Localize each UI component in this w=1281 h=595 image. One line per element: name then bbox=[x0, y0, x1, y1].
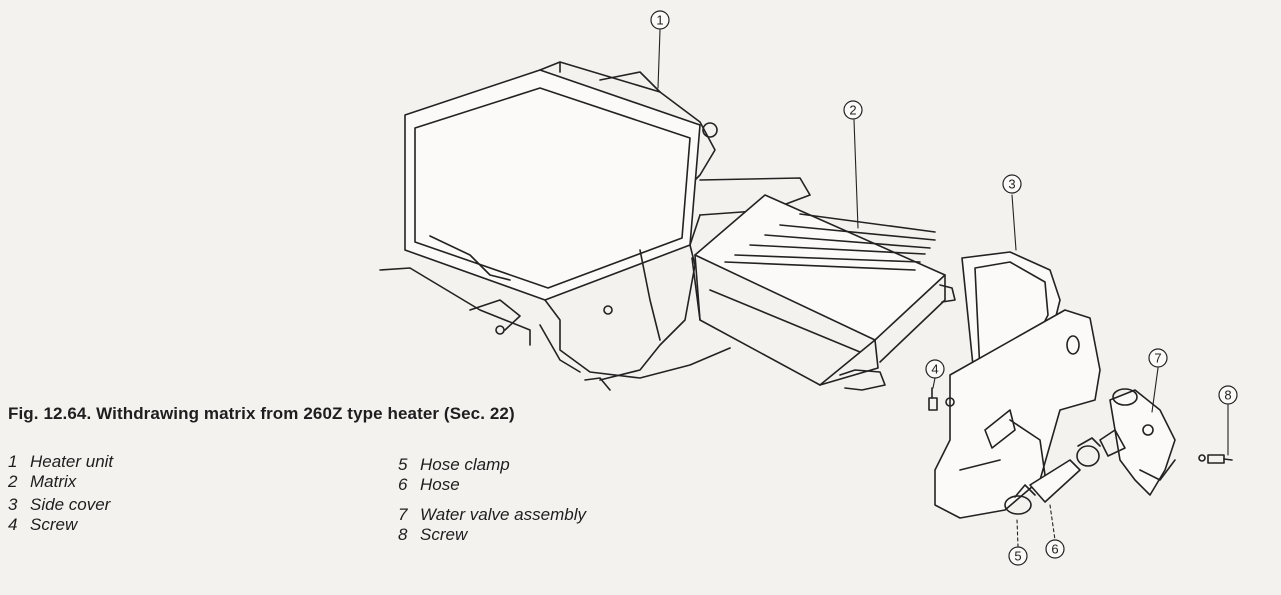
leader-lines bbox=[657, 29, 1229, 547]
callout-2: 2 bbox=[843, 100, 863, 120]
legend-text: Matrix bbox=[30, 472, 77, 491]
svg-text:7: 7 bbox=[1154, 351, 1161, 366]
legend-text: Screw bbox=[30, 515, 78, 534]
legend-item-6: 6 Hose bbox=[398, 475, 586, 495]
water-valve-part bbox=[1099, 388, 1176, 496]
legend-number: 6 bbox=[398, 475, 408, 494]
legend-number: 7 bbox=[398, 505, 408, 524]
legend-item-1: 1 Heater unit bbox=[8, 452, 113, 472]
legend-item-3: 3 Side cover bbox=[8, 495, 113, 515]
callout-8: 8 bbox=[1218, 385, 1238, 405]
screw-8-part bbox=[1198, 454, 1233, 464]
callout-7: 7 bbox=[1148, 348, 1168, 368]
legend-item-8: 8 Screw bbox=[398, 525, 586, 545]
svg-text:5: 5 bbox=[1014, 549, 1021, 564]
legend-item-4: 4 Screw bbox=[8, 515, 113, 535]
callout-6: 6 bbox=[1045, 539, 1065, 559]
legend-text: Screw bbox=[420, 525, 468, 544]
hose-part bbox=[1004, 437, 1101, 515]
screw-4-part bbox=[928, 387, 955, 411]
heater-unit-part bbox=[379, 61, 811, 391]
svg-text:8: 8 bbox=[1224, 388, 1231, 403]
svg-text:4: 4 bbox=[931, 362, 938, 377]
legend-number: 3 bbox=[8, 495, 18, 514]
legend-text: Hose bbox=[420, 475, 460, 494]
svg-text:2: 2 bbox=[849, 103, 856, 118]
svg-text:6: 6 bbox=[1051, 542, 1058, 557]
svg-text:1: 1 bbox=[656, 13, 663, 28]
callout-4: 4 bbox=[925, 359, 945, 379]
callout-1: 1 bbox=[650, 10, 670, 30]
figure-caption: Fig. 12.64. Withdrawing matrix from 260Z… bbox=[8, 404, 515, 423]
legend-text: Heater unit bbox=[30, 452, 114, 471]
matrix-part bbox=[691, 194, 956, 391]
legend-number: 2 bbox=[8, 472, 18, 491]
side-cover-part bbox=[934, 251, 1101, 519]
callout-5: 5 bbox=[1008, 546, 1028, 566]
legend-number: 5 bbox=[398, 455, 408, 474]
legend-text: Water valve assembly bbox=[420, 505, 586, 524]
legend-text: Hose clamp bbox=[420, 455, 510, 474]
legend-number: 8 bbox=[398, 525, 408, 544]
callout-3: 3 bbox=[1002, 174, 1022, 194]
legend-item-2: 2 Matrix bbox=[8, 472, 113, 492]
legend-number: 1 bbox=[8, 452, 18, 471]
legend-text: Side cover bbox=[30, 495, 111, 514]
svg-text:3: 3 bbox=[1008, 177, 1015, 192]
legend-item-7: 7 Water valve assembly bbox=[398, 505, 586, 525]
legend-number: 4 bbox=[8, 515, 18, 534]
legend-item-5: 5 Hose clamp bbox=[398, 455, 586, 475]
legend-left-column: 1 Heater unit 2 Matrix 3 Side cover 4 Screw bbox=[8, 452, 113, 535]
